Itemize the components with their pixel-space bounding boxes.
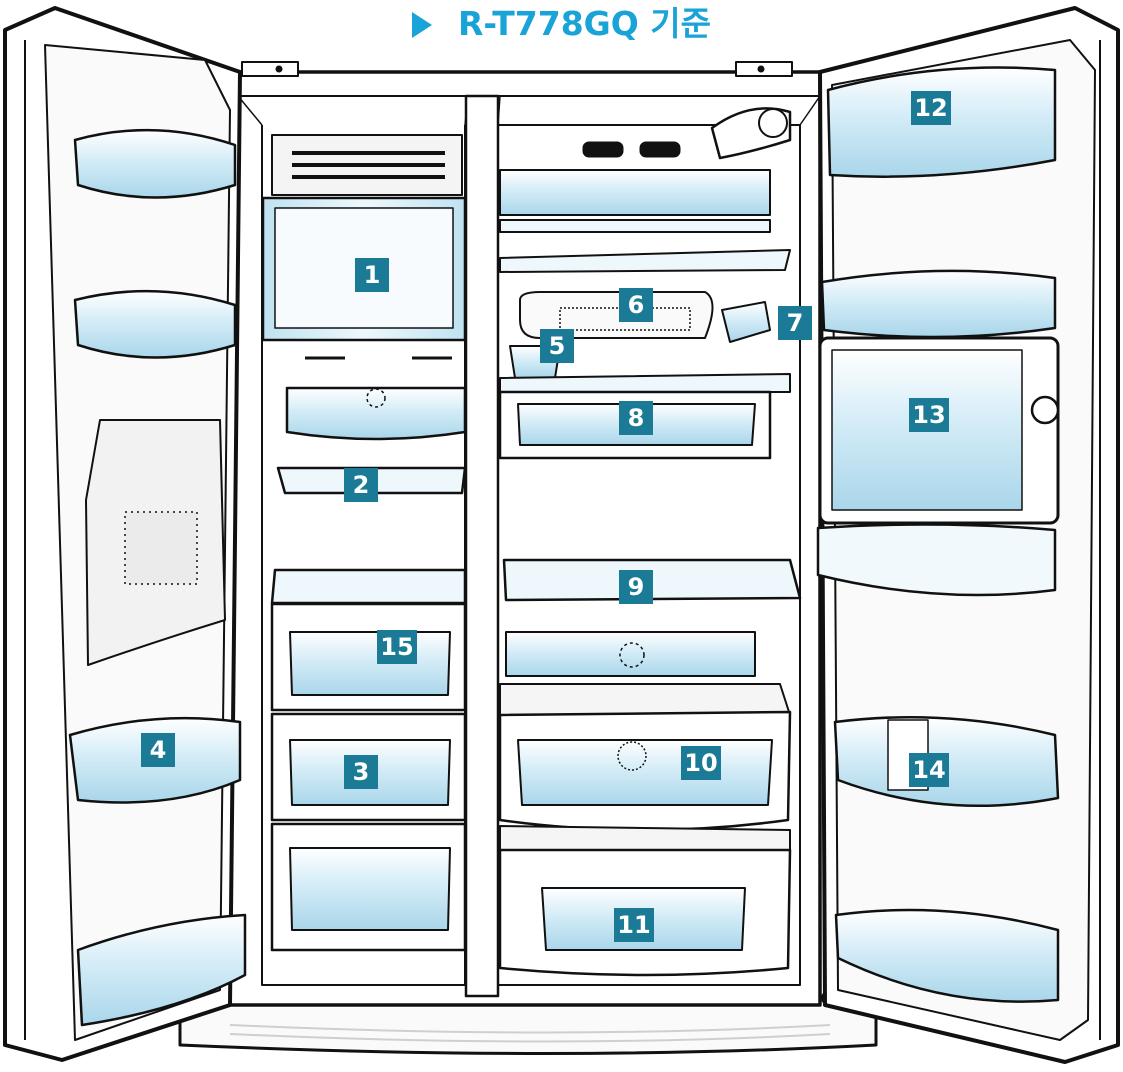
label-13-dairy-compartment: 13 [909, 398, 949, 432]
label-2-freezer-shelf: 2 [344, 468, 378, 502]
label-10-crisper: 10 [681, 746, 721, 780]
label-6-shelf: 6 [619, 288, 653, 322]
label-4-freezer-door-bin: 4 [141, 733, 175, 767]
base-kick-plate [180, 1008, 876, 1054]
label-3-freezer-drawer: 3 [344, 755, 378, 789]
label-8-shelf-drawer: 8 [619, 401, 653, 435]
label-9-shelf: 9 [619, 570, 653, 604]
label-15-freezer-drawer: 15 [377, 630, 417, 664]
label-7-holder: 7 [778, 306, 812, 340]
center-divider [466, 96, 498, 996]
label-14-door-bin: 14 [909, 753, 949, 787]
label-11-crisper: 11 [614, 908, 654, 942]
label-1-ice-maker: 1 [355, 258, 389, 292]
label-12-door-bin: 12 [911, 91, 951, 125]
label-5-egg-tray: 5 [540, 329, 574, 363]
